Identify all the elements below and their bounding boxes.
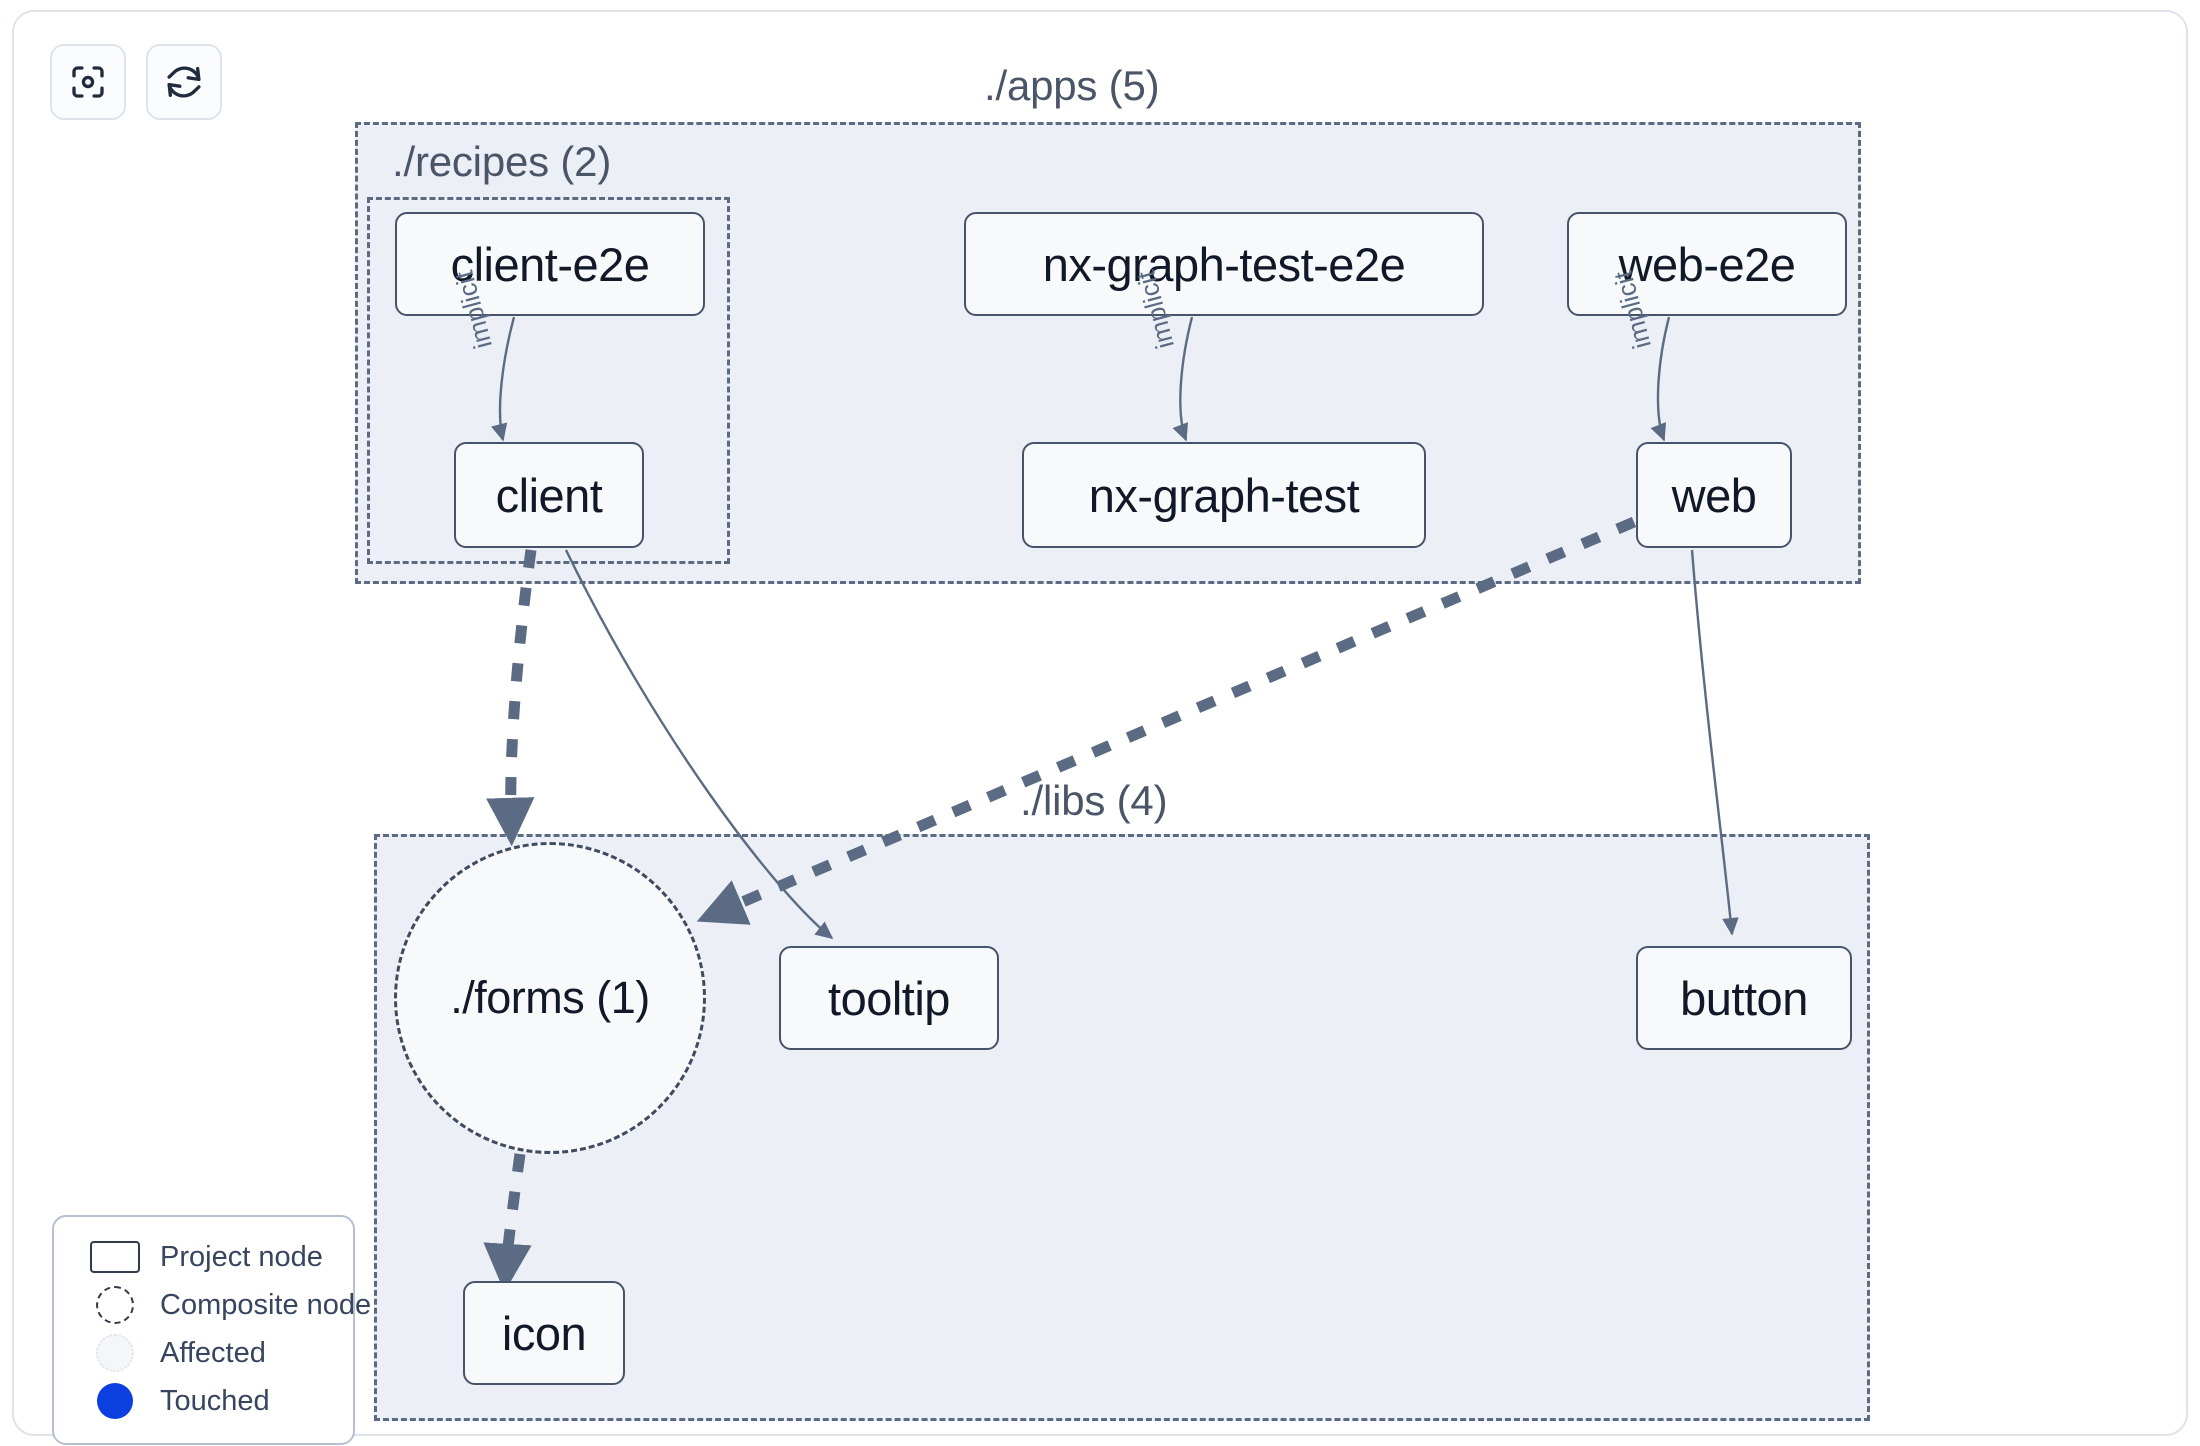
focus-target-icon (67, 61, 109, 103)
legend-label: Touched (160, 1384, 270, 1417)
legend-item-affected: Affected (54, 1329, 353, 1377)
legend-item-project-node: Project node (54, 1233, 353, 1281)
node-label: tooltip (828, 971, 950, 1025)
node-tooltip[interactable]: tooltip (779, 946, 999, 1050)
composite-node-swatch (88, 1286, 142, 1324)
legend-item-touched: Touched (54, 1377, 353, 1425)
node-client[interactable]: client (454, 442, 644, 548)
node-label: web (1671, 468, 1757, 522)
node-web[interactable]: web (1636, 442, 1792, 548)
node-label: nx-graph-test (1088, 468, 1360, 522)
node-label: nx-graph-test-e2e (1042, 237, 1406, 291)
node-label: icon (501, 1306, 587, 1360)
legend-label: Composite node (160, 1288, 372, 1321)
group-label-apps: ./apps (5) (984, 62, 1160, 109)
refresh-graph-button[interactable] (146, 44, 222, 120)
node-nx-graph-test[interactable]: nx-graph-test (1022, 442, 1426, 548)
legend-item-composite-node: Composite node (54, 1281, 371, 1329)
refresh-icon (163, 61, 205, 103)
node-icon[interactable]: icon (463, 1281, 625, 1385)
node-nx-graph-test-e2e[interactable]: nx-graph-test-e2e (964, 212, 1484, 316)
node-label: client-e2e (450, 237, 650, 291)
edge-client-to-forms (486, 549, 537, 847)
graph-toolbar (50, 44, 222, 120)
affected-swatch (88, 1334, 142, 1372)
group-label-libs: ./libs (4) (1020, 777, 1168, 824)
node-label: button (1680, 971, 1808, 1025)
node-button[interactable]: button (1636, 946, 1852, 1050)
node-client-e2e[interactable]: client-e2e (395, 212, 705, 316)
node-label: client (495, 468, 603, 522)
touched-swatch (88, 1383, 142, 1419)
legend-label: Project node (160, 1240, 323, 1273)
project-node-swatch (88, 1241, 142, 1273)
node-label: ./forms (1) (450, 972, 650, 1023)
node-forms-composite[interactable]: ./forms (1) (394, 842, 706, 1154)
group-label-recipes: ./recipes (2) (392, 138, 612, 185)
graph-legend: Project node Composite node Affected Tou… (52, 1215, 371, 1445)
graph-panel: ./apps (5) ./recipes (2) ./libs (4) clie… (12, 10, 2188, 1445)
focus-graph-button[interactable] (50, 44, 126, 120)
node-web-e2e[interactable]: web-e2e (1567, 212, 1847, 316)
legend-label: Affected (160, 1336, 266, 1369)
node-label: web-e2e (1618, 237, 1796, 291)
